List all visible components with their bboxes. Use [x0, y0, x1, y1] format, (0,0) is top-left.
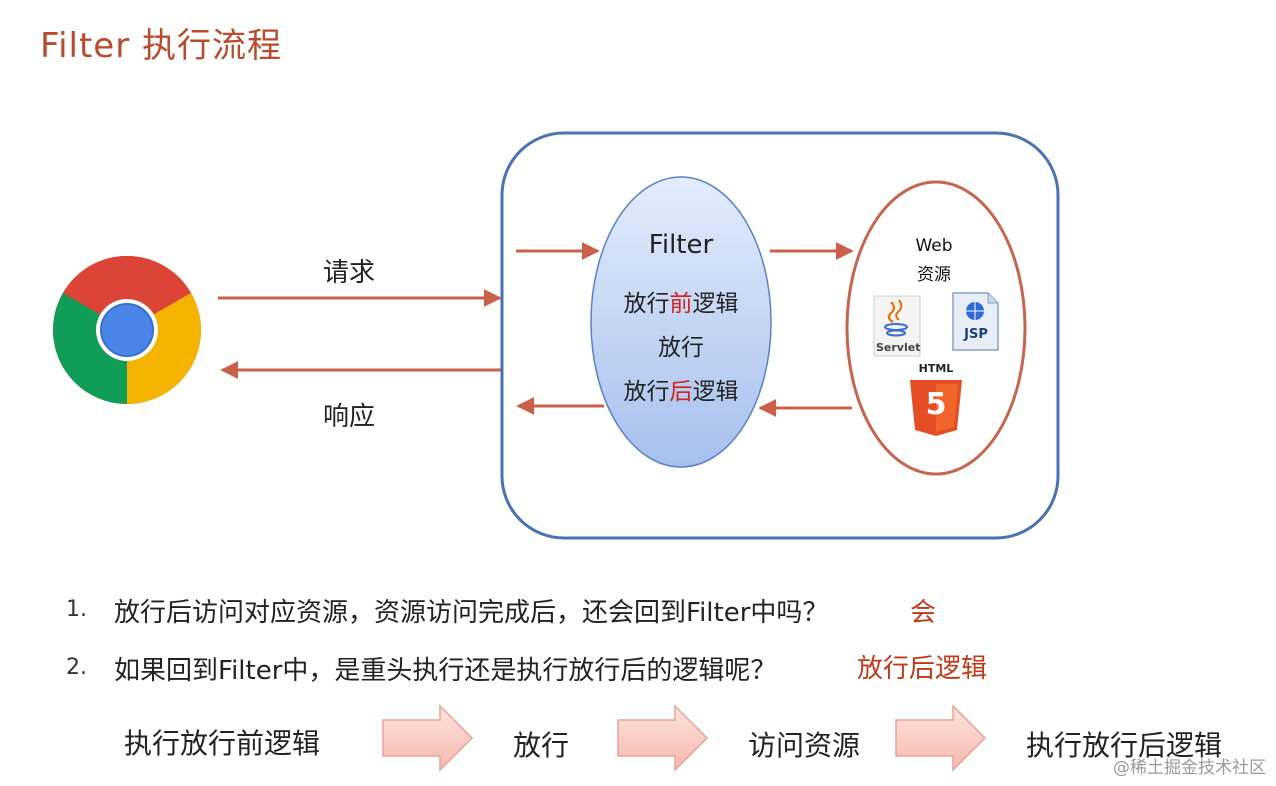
html5-label: HTML: [918, 362, 954, 375]
jsp-label: JSP: [964, 327, 988, 342]
page-title: Filter 执行流程: [40, 26, 283, 66]
filter-title: Filter: [648, 230, 714, 260]
flow-step-before-logic: 执行放行前逻辑: [124, 727, 321, 760]
question-1-answer: 会: [910, 598, 937, 628]
filter-after-logic: 放行后逻辑: [591, 372, 771, 406]
jsp-file-icon: [952, 292, 999, 351]
filter-after-suffix: 逻辑: [692, 379, 739, 405]
flow-step-after-logic: 执行放行后逻辑: [1026, 729, 1223, 762]
step-arrow-3: [895, 704, 987, 772]
chrome-browser-icon: [53, 256, 201, 404]
request-label: 请求: [323, 258, 376, 288]
flow-step-pass: 放行: [513, 729, 570, 762]
web-resource-ellipse: [845, 180, 1027, 476]
filter-before-prefix: 放行: [623, 291, 670, 317]
filter-ellipse: [590, 176, 772, 468]
web-title-line1: Web: [915, 236, 953, 256]
html5-digit: 5: [925, 387, 947, 422]
filter-pass: 放行: [658, 335, 704, 361]
html5-logo-icon: [910, 380, 962, 436]
server-container: [500, 131, 1060, 540]
flow-step-access-resource: 访问资源: [748, 729, 861, 762]
servlet-label: Servlet: [876, 341, 921, 354]
filter-after-highlight: 后: [669, 379, 693, 405]
question-1-text: 放行后访问对应资源，资源访问完成后，还会回到Filter中吗？: [114, 598, 829, 628]
filter-before-suffix: 逻辑: [692, 291, 739, 317]
watermark: @稀土掘金技术社区: [1113, 758, 1266, 778]
filter-after-prefix: 放行: [623, 379, 670, 405]
filter-before-highlight: 前: [669, 291, 693, 317]
servlet-java-icon: [873, 295, 921, 357]
question-1-number: 1.: [66, 597, 87, 622]
question-2-answer: 放行后逻辑: [857, 654, 988, 684]
web-title-line2: 资源: [917, 265, 951, 285]
question-2-text: 如果回到Filter中，是重头执行还是执行放行后的逻辑呢？: [114, 656, 777, 686]
question-2-number: 2.: [66, 655, 87, 680]
response-label: 响应: [323, 402, 376, 432]
step-arrow-1: [382, 704, 474, 772]
filter-before-logic: 放行前逻辑: [591, 284, 771, 318]
step-arrow-2: [617, 704, 709, 772]
